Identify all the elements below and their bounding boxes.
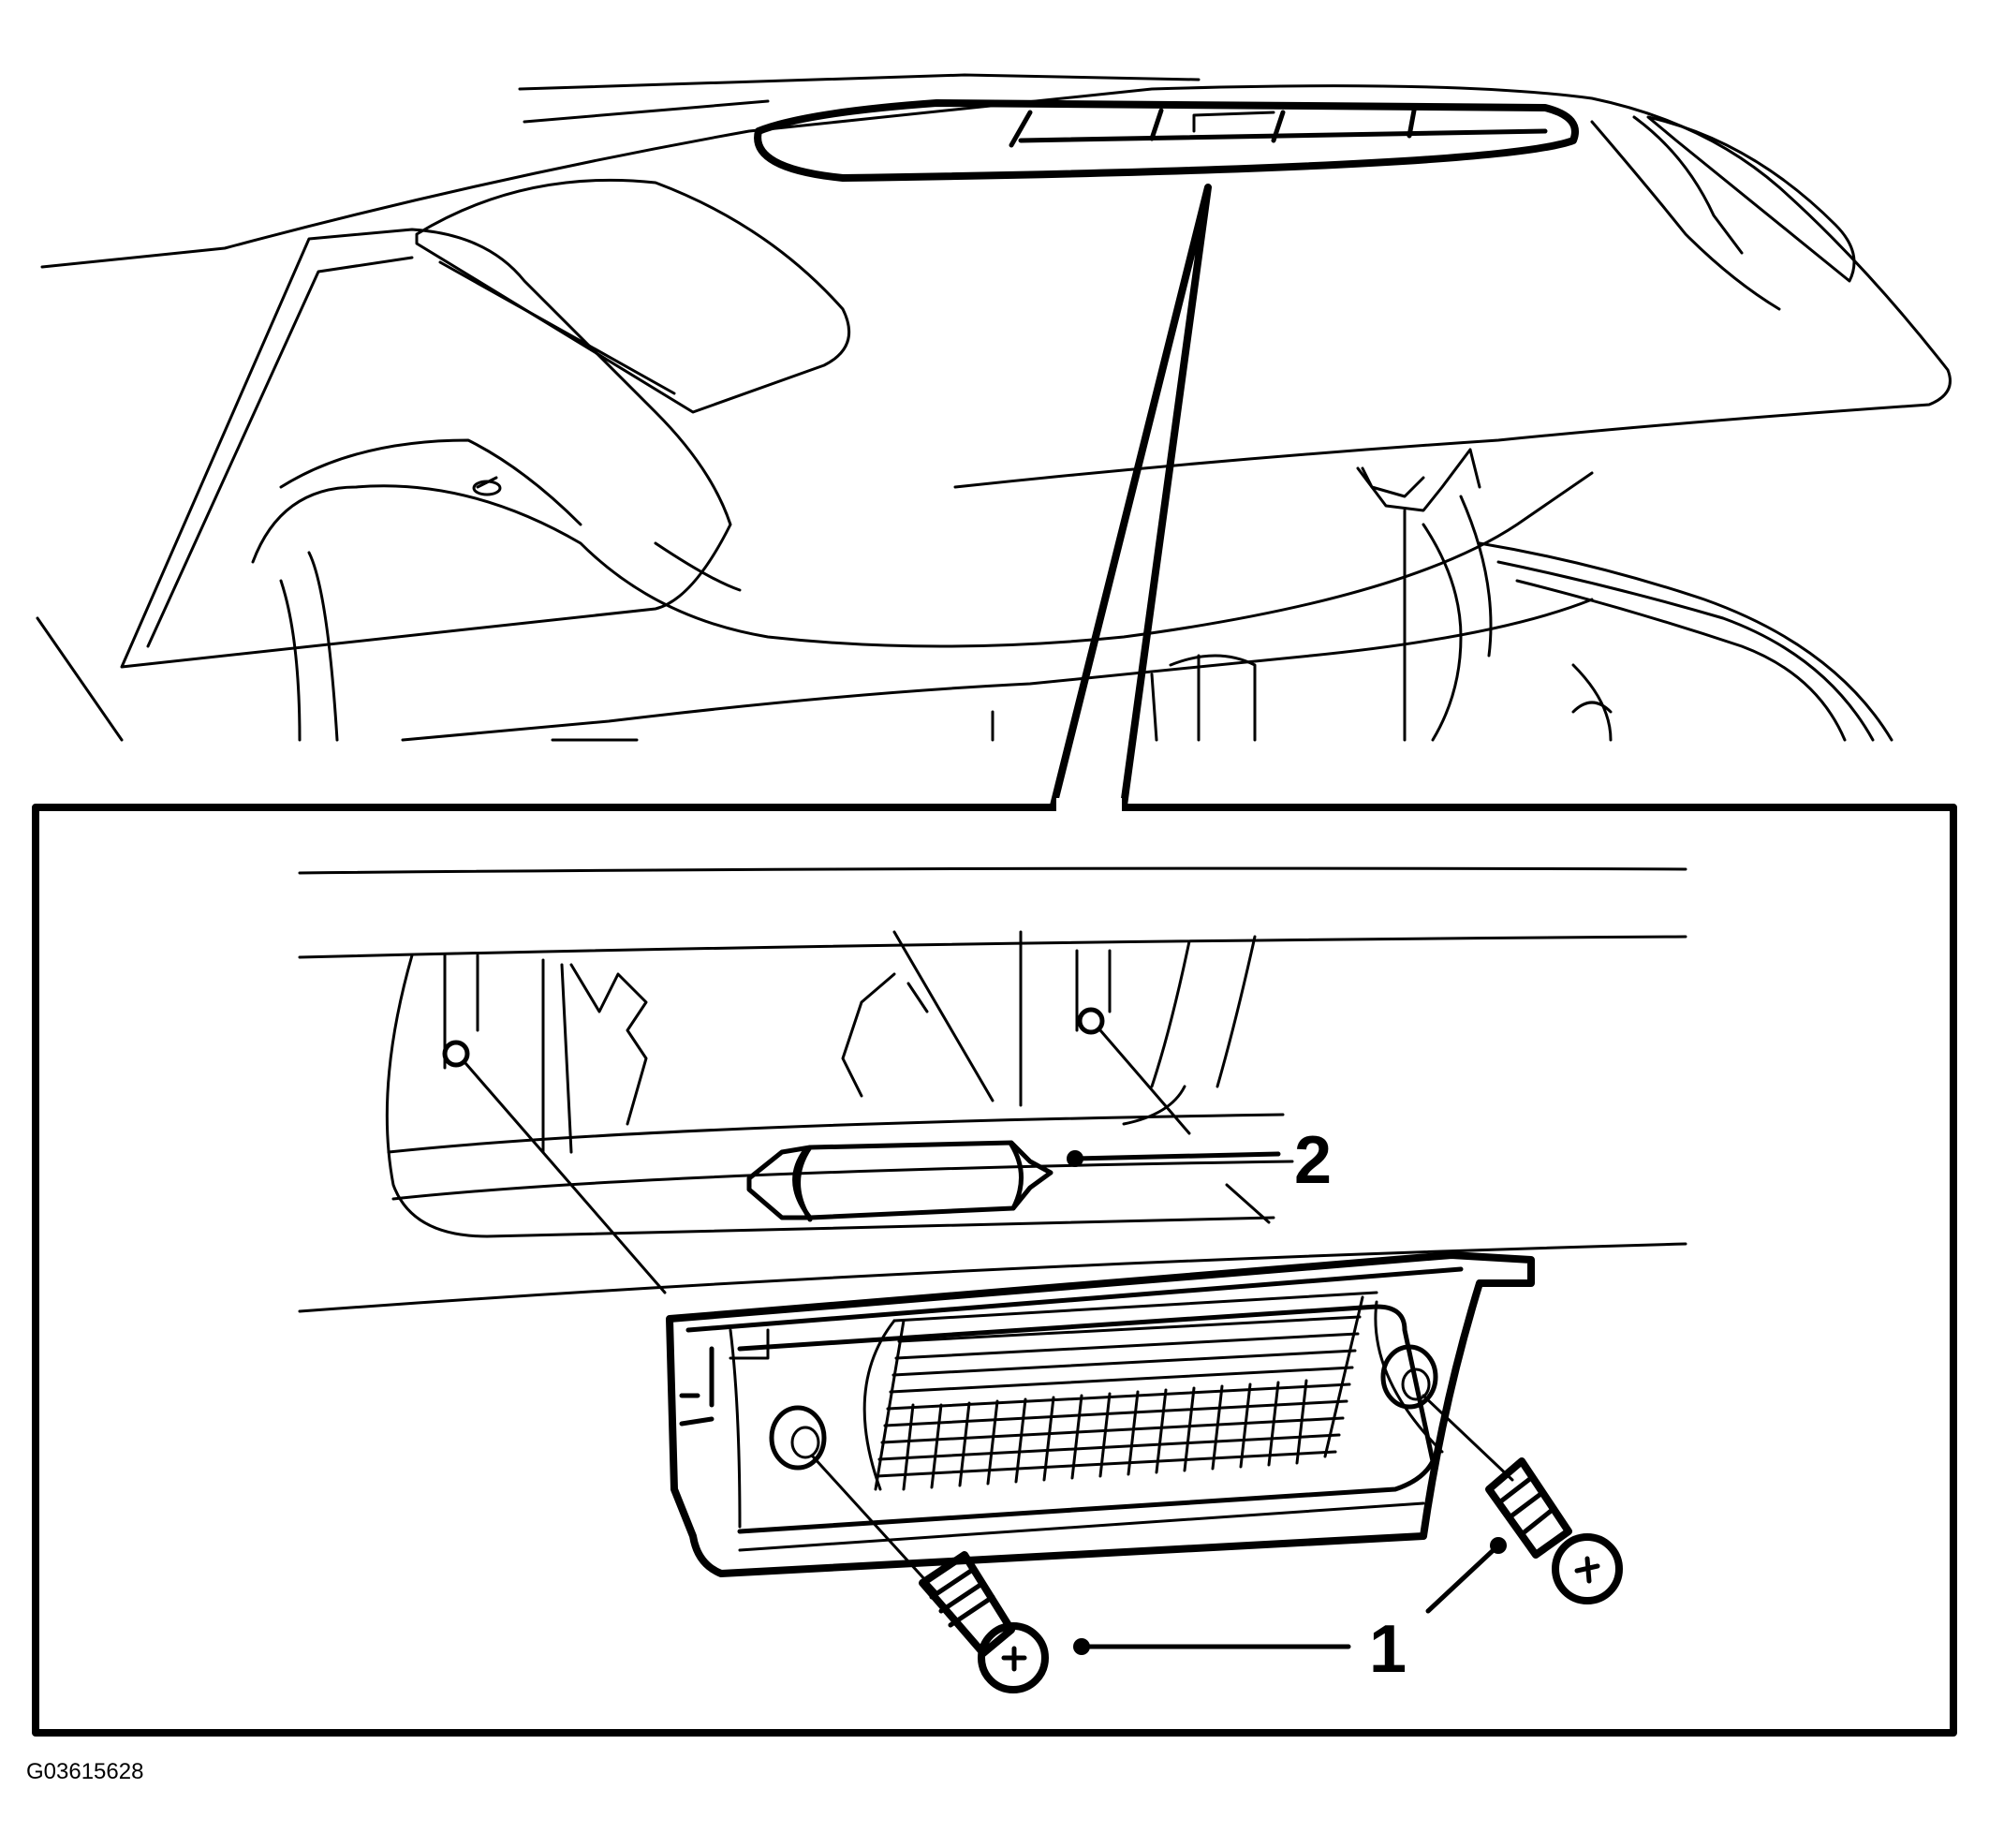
vehicle-rear-overview — [36, 73, 1952, 742]
callout-2: 2 — [1067, 1123, 1332, 1198]
screw-icon — [1422, 1394, 1623, 1604]
detail-frame — [32, 804, 1957, 1737]
detail-pointer — [1050, 184, 1212, 809]
detail-view — [298, 866, 1687, 1313]
license-lamp-icon — [666, 1251, 1535, 1577]
figure-id-label: G03615628 — [26, 1759, 144, 1784]
screw-icon — [811, 1455, 1049, 1693]
callout-1-number: 1 — [1369, 1612, 1407, 1687]
license-lamp-icon — [754, 99, 1579, 182]
callout-2-number: 2 — [1294, 1123, 1332, 1198]
callout-1: 1 — [1073, 1537, 1507, 1687]
bulb-icon — [746, 1140, 1053, 1222]
